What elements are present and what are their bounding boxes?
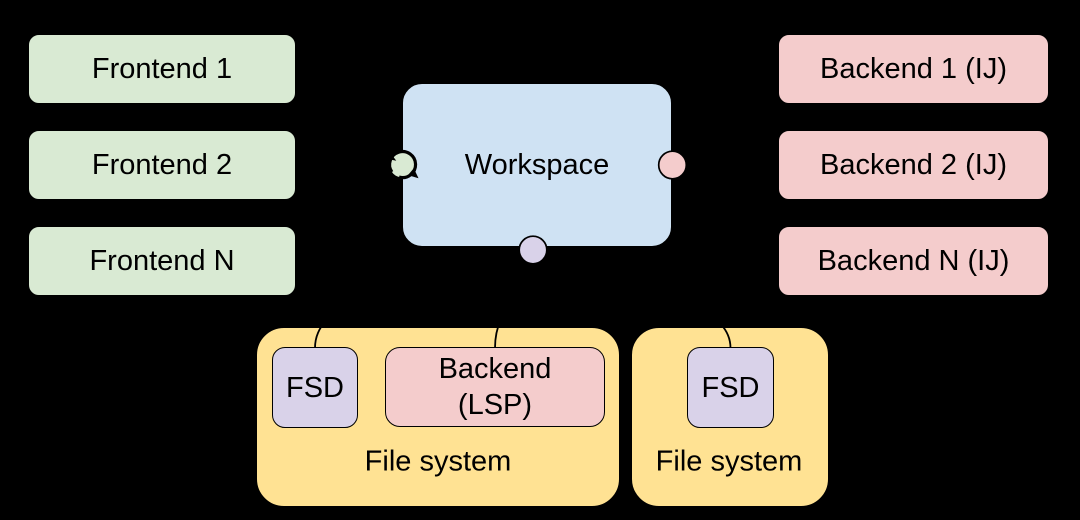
edge-frontend-n-workspace [295, 164, 389, 262]
node-filesystem-right-label: File system [655, 445, 803, 478]
node-frontend-2: Frontend 2 [28, 130, 296, 200]
node-fsd-right: FSD [687, 347, 774, 428]
node-frontend-2-label: Frontend 2 [91, 149, 233, 181]
node-backend-lsp-line2: (LSP) [457, 389, 533, 421]
node-workspace: Workspace [402, 83, 672, 247]
edge-frontend-1-workspace [295, 68, 389, 166]
node-frontend-1-label: Frontend 1 [91, 53, 233, 85]
node-fsd-right-label: FSD [701, 371, 760, 404]
node-backend-1-label: Backend 1 (IJ) [820, 53, 1007, 85]
edge-workspace-backend-1 [686, 68, 779, 166]
node-fsd-left-label: FSD [286, 371, 344, 404]
node-frontend-n-label: Frontend N [89, 245, 235, 277]
node-frontend-n: Frontend N [28, 226, 296, 296]
node-backend-lsp-line1: Backend [438, 352, 552, 385]
node-backend-1: Backend 1 (IJ) [778, 34, 1049, 104]
node-fsd-left: FSD [272, 347, 358, 428]
node-backend-2-label: Backend 2 (IJ) [820, 149, 1007, 181]
node-backend-n: Backend N (IJ) [778, 226, 1049, 296]
node-filesystem-left-label: File system [364, 445, 512, 478]
node-backend-n-label: Backend N (IJ) [817, 245, 1010, 277]
sync-icon-arrowhead-left [383, 150, 397, 161]
node-workspace-label: Workspace [464, 149, 610, 181]
edge-workspace-backend-n [686, 164, 779, 262]
node-frontend-1: Frontend 1 [28, 34, 296, 104]
node-backend-lsp: Backend (LSP) [385, 347, 605, 427]
node-backend-2: Backend 2 (IJ) [778, 130, 1049, 200]
